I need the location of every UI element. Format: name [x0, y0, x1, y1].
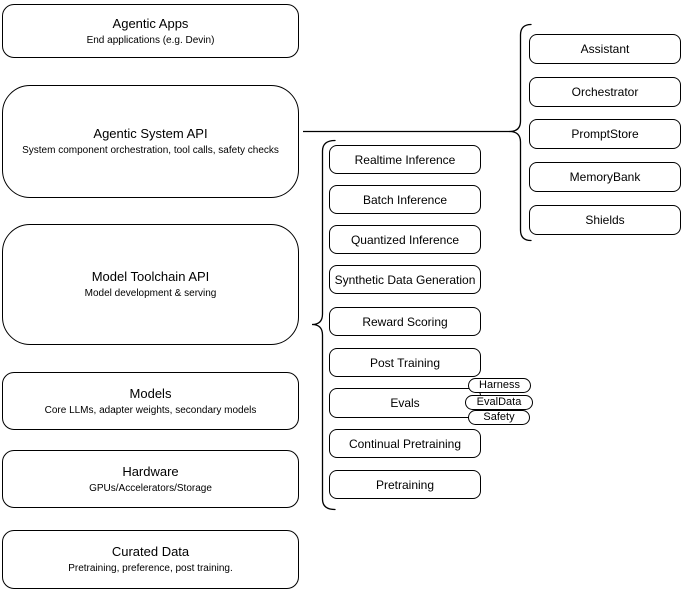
toolchain-item-post-training: Post Training: [329, 348, 481, 377]
toolchain-item-reward-scoring: Reward Scoring: [329, 307, 481, 336]
node-title: Models: [129, 385, 172, 401]
toolchain-item-realtime-inference: Realtime Inference: [329, 145, 481, 174]
node-hardware: Hardware GPUs/Accelerators/Storage: [2, 450, 299, 508]
node-title: Agentic System API: [93, 126, 208, 141]
toolchain-item-batch-inference: Batch Inference: [329, 185, 481, 214]
evals-tag-harness: Harness: [468, 378, 531, 393]
node-subtitle: Core LLMs, adapter weights, secondary mo…: [44, 404, 257, 416]
node-title: Model Toolchain API: [91, 269, 210, 284]
node-title: Hardware: [122, 463, 179, 479]
system-component-shields: Shields: [529, 205, 681, 235]
node-title: Curated Data: [111, 544, 190, 559]
node-agentic-apps: Agentic Apps End applications (e.g. Devi…: [2, 4, 299, 58]
system-component-memorybank: MemoryBank: [529, 162, 681, 192]
node-subtitle: GPUs/Accelerators/Storage: [89, 482, 212, 494]
toolchain-item-quantized-inference: Quantized Inference: [329, 225, 481, 254]
system-components-brace: [509, 23, 532, 242]
system-component-promptstore: PromptStore: [529, 119, 681, 149]
node-title: Agentic Apps: [112, 15, 189, 31]
toolchain-item-evals: Evals: [329, 388, 481, 418]
toolchain-item-pretraining: Pretraining: [329, 470, 481, 499]
toolchain-item-continual-pretraining: Continual Pretraining: [329, 429, 481, 458]
node-agentic-system-api: Agentic System API System component orch…: [2, 85, 299, 198]
node-curated-data: Curated Data Pretraining, preference, po…: [2, 530, 299, 589]
evals-tag-safety: Safety: [468, 410, 530, 425]
node-model-toolchain-api: Model Toolchain API Model development & …: [2, 224, 299, 345]
evals-tag-evaldata: EvalData: [465, 395, 533, 410]
node-models: Models Core LLMs, adapter weights, secon…: [2, 372, 299, 430]
node-subtitle: End applications (e.g. Devin): [86, 34, 215, 46]
node-subtitle: Model development & serving: [84, 288, 217, 299]
toolchain-item-synthetic-data-generation: Synthetic Data Generation: [329, 265, 481, 294]
system-component-assistant: Assistant: [529, 34, 681, 64]
system-component-orchestrator: Orchestrator: [529, 77, 681, 107]
node-subtitle: System component orchestration, tool cal…: [22, 145, 279, 156]
node-subtitle: Pretraining, preference, post training.: [68, 563, 233, 574]
